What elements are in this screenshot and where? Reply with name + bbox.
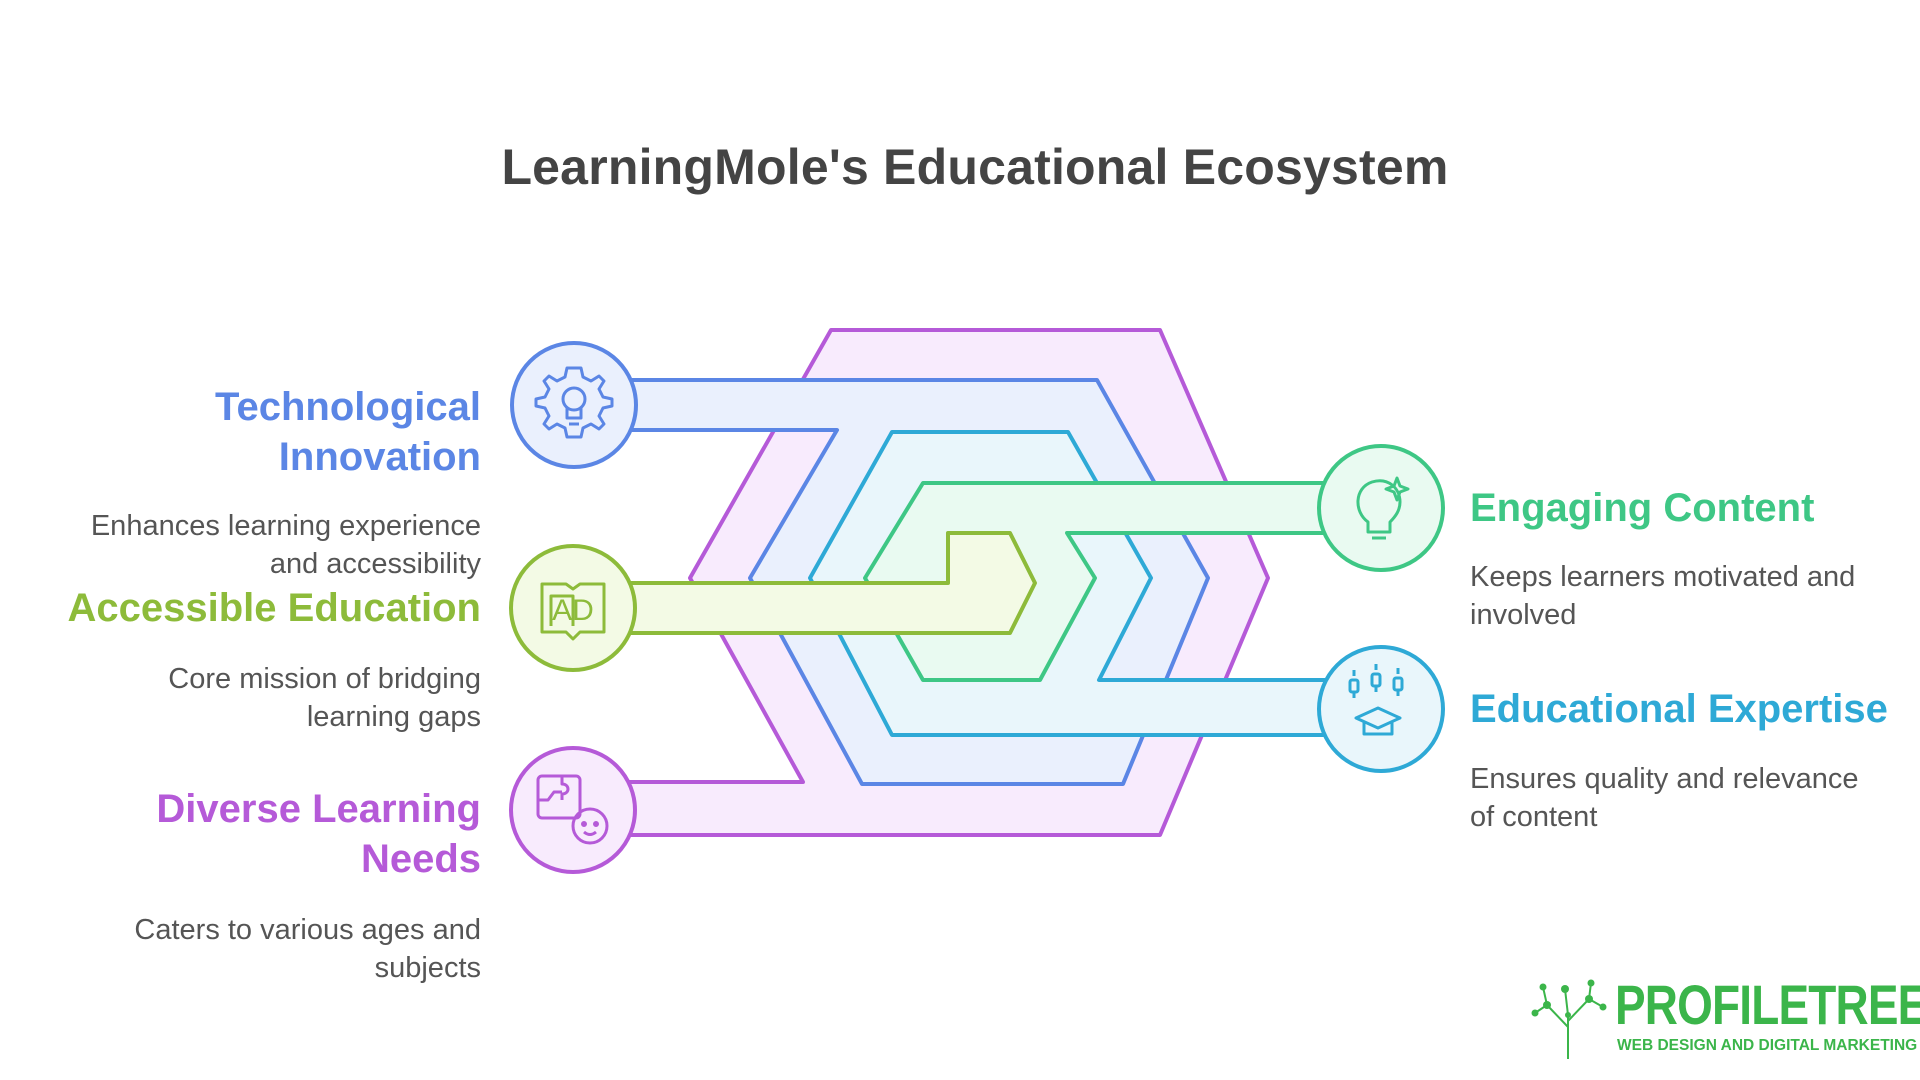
desc-educational-expertise: Ensures quality and relevance of content bbox=[1470, 760, 1910, 836]
heading-line: Engaging Content bbox=[1470, 486, 1815, 530]
desc-diverse-learning: Caters to various ages and subjects bbox=[40, 911, 481, 987]
desc-engaging-content: Keeps learners motivated and involved bbox=[1470, 558, 1910, 634]
heading-tech-innovation: Technological Innovation bbox=[100, 382, 481, 482]
heading-accessible-education: Accessible Education bbox=[40, 583, 481, 633]
lightbulb-sparkle-icon bbox=[1356, 476, 1410, 540]
heading-line: Innovation bbox=[278, 435, 481, 479]
gear-bulb-icon bbox=[534, 366, 614, 439]
desc-line: of content bbox=[1470, 801, 1598, 833]
heading-engaging-content: Engaging Content bbox=[1470, 483, 1900, 533]
ad-book-icon bbox=[540, 582, 606, 641]
desc-line: learning gaps bbox=[306, 701, 481, 733]
circle-accessible-education: AD bbox=[509, 544, 637, 672]
heading-educational-expertise: Educational Expertise bbox=[1470, 684, 1910, 734]
heading-line: Technological bbox=[215, 385, 481, 429]
desc-line: Caters to various ages and bbox=[134, 914, 481, 946]
heading-line: Educational Expertise bbox=[1470, 687, 1888, 731]
heading-line: Needs bbox=[360, 837, 481, 881]
desc-tech-innovation: Enhances learning experience and accessi… bbox=[40, 507, 481, 583]
desc-line: Enhances learning experience bbox=[90, 510, 481, 542]
desc-line: and accessibility bbox=[269, 548, 481, 580]
heading-line: Diverse Learning bbox=[156, 787, 481, 831]
band-accessible-education bbox=[588, 531, 1037, 635]
puzzle-child-icon bbox=[536, 774, 609, 845]
profiletree-logo: PROFILETREE WEB DESIGN AND DIGITAL MARKE… bbox=[1525, 975, 1920, 1065]
desc-line: Core mission of bridging bbox=[168, 663, 481, 695]
desc-accessible-education: Core mission of bridging learning gaps bbox=[40, 660, 481, 736]
page-title: LearningMole's Educational Ecosystem bbox=[501, 139, 1449, 195]
desc-line: subjects bbox=[374, 952, 481, 984]
logo-wordmark: PROFILETREE bbox=[1615, 973, 1920, 1036]
desc-line: Keeps learners motivated and bbox=[1470, 561, 1856, 593]
circle-diverse-learning bbox=[509, 746, 637, 874]
circle-tech-innovation bbox=[510, 341, 638, 469]
desc-line: involved bbox=[1470, 599, 1577, 631]
desc-line: Ensures quality and relevance bbox=[1470, 763, 1859, 795]
heading-line: Accessible Education bbox=[67, 586, 481, 630]
circle-educational-expertise bbox=[1317, 645, 1445, 773]
circle-engaging-content bbox=[1317, 444, 1445, 572]
tree-network-icon bbox=[1531, 979, 1607, 1059]
logo-tagline: WEB DESIGN AND DIGITAL MARKETING bbox=[1617, 1037, 1918, 1054]
ad-label: AD bbox=[552, 594, 594, 627]
graduation-cap-icon bbox=[1348, 664, 1404, 736]
heading-diverse-learning: Diverse Learning Needs bbox=[100, 784, 481, 884]
